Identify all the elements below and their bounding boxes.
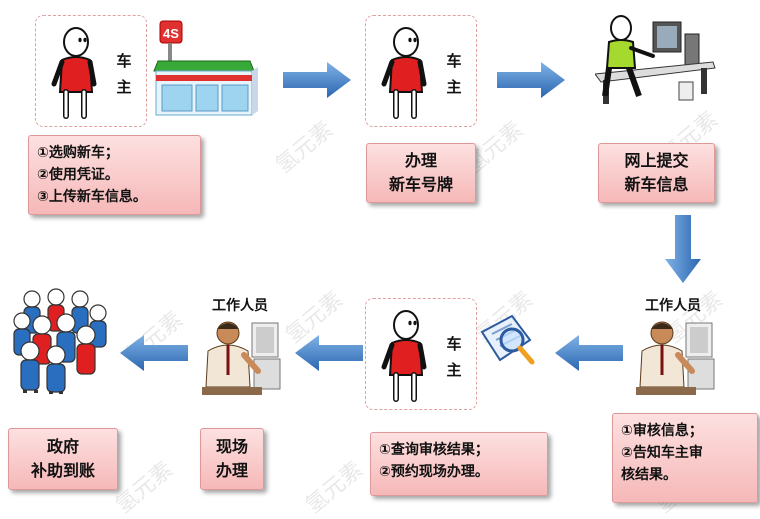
step-query-box: ①查询审核结果； ②预约现场办理。 [370, 432, 548, 496]
owner-card-2: 车主 [365, 15, 477, 127]
car-owner-figure [381, 310, 427, 402]
staff-label-1: 工作人员 [212, 298, 268, 314]
owner-card-1: 车主 [35, 15, 147, 127]
step-submit-line-2: 新车信息 [624, 175, 689, 194]
owner-label: 车主 [446, 52, 462, 96]
car-owner-figure [51, 27, 97, 119]
step-query-line-2: ②预约现场办理。 [379, 464, 489, 480]
step-plate-line-2: 新车号牌 [388, 175, 453, 194]
step-onsite-line-1: 现场 [215, 437, 248, 456]
arrow-left-1 [120, 335, 188, 371]
step-onsite-line-2: 办理 [215, 461, 248, 480]
magnifier-document-icon [480, 314, 535, 365]
arrow-left-3 [555, 335, 623, 371]
watermark: 氢元素 [111, 457, 178, 519]
step-submit-box: 网上提交 新车信息 [598, 143, 715, 203]
staff-worker-icon [636, 321, 715, 395]
step-submit-line-1: 网上提交 [624, 151, 689, 170]
arrow-right-2 [497, 62, 565, 98]
computer-user-icon [595, 15, 716, 104]
step-onsite-box: 现场 办理 [200, 428, 264, 490]
step-query-line-1: ①查询审核结果； [379, 442, 489, 458]
watermark: 氢元素 [301, 457, 368, 519]
crowd-icon [13, 288, 107, 394]
owner-label: 车主 [116, 52, 132, 96]
staff-label-2: 工作人员 [645, 298, 701, 314]
arrow-right-1 [283, 62, 351, 98]
step-subsidy-box: 政府 补助到账 [8, 428, 118, 490]
arrow-down [665, 215, 701, 283]
step-review-line-1: ①审核信息； [621, 423, 703, 439]
step-review-line-2: ②告知车主审 [621, 445, 703, 461]
step-plate-line-1: 办理 [404, 151, 437, 170]
car-owner-figure [381, 27, 427, 119]
shop-sign: 4S [163, 26, 179, 41]
step-subsidy-line-1: 政府 [46, 437, 79, 456]
owner-label: 车主 [446, 335, 462, 379]
step-subsidy-line-2: 补助到账 [30, 461, 95, 480]
arrow-left-2 [295, 335, 363, 371]
step-buy-box: ①选购新车； ②使用凭证。 ③上传新车信息。 [28, 135, 201, 215]
staff-worker-icon [202, 321, 281, 395]
step-buy-line-2: ②使用凭证。 [37, 167, 119, 183]
4s-shop-icon: 4S [153, 20, 258, 116]
owner-card-3: 车主 [365, 298, 477, 410]
step-buy-line-3: ③上传新车信息。 [37, 189, 147, 205]
step-review-box: ①审核信息； ②告知车主审 核结果。 [612, 413, 758, 503]
step-review-line-3: 核结果。 [621, 467, 677, 483]
step-plate-box: 办理 新车号牌 [366, 143, 476, 203]
watermark: 氢元素 [271, 117, 338, 179]
step-buy-line-1: ①选购新车； [37, 145, 119, 161]
